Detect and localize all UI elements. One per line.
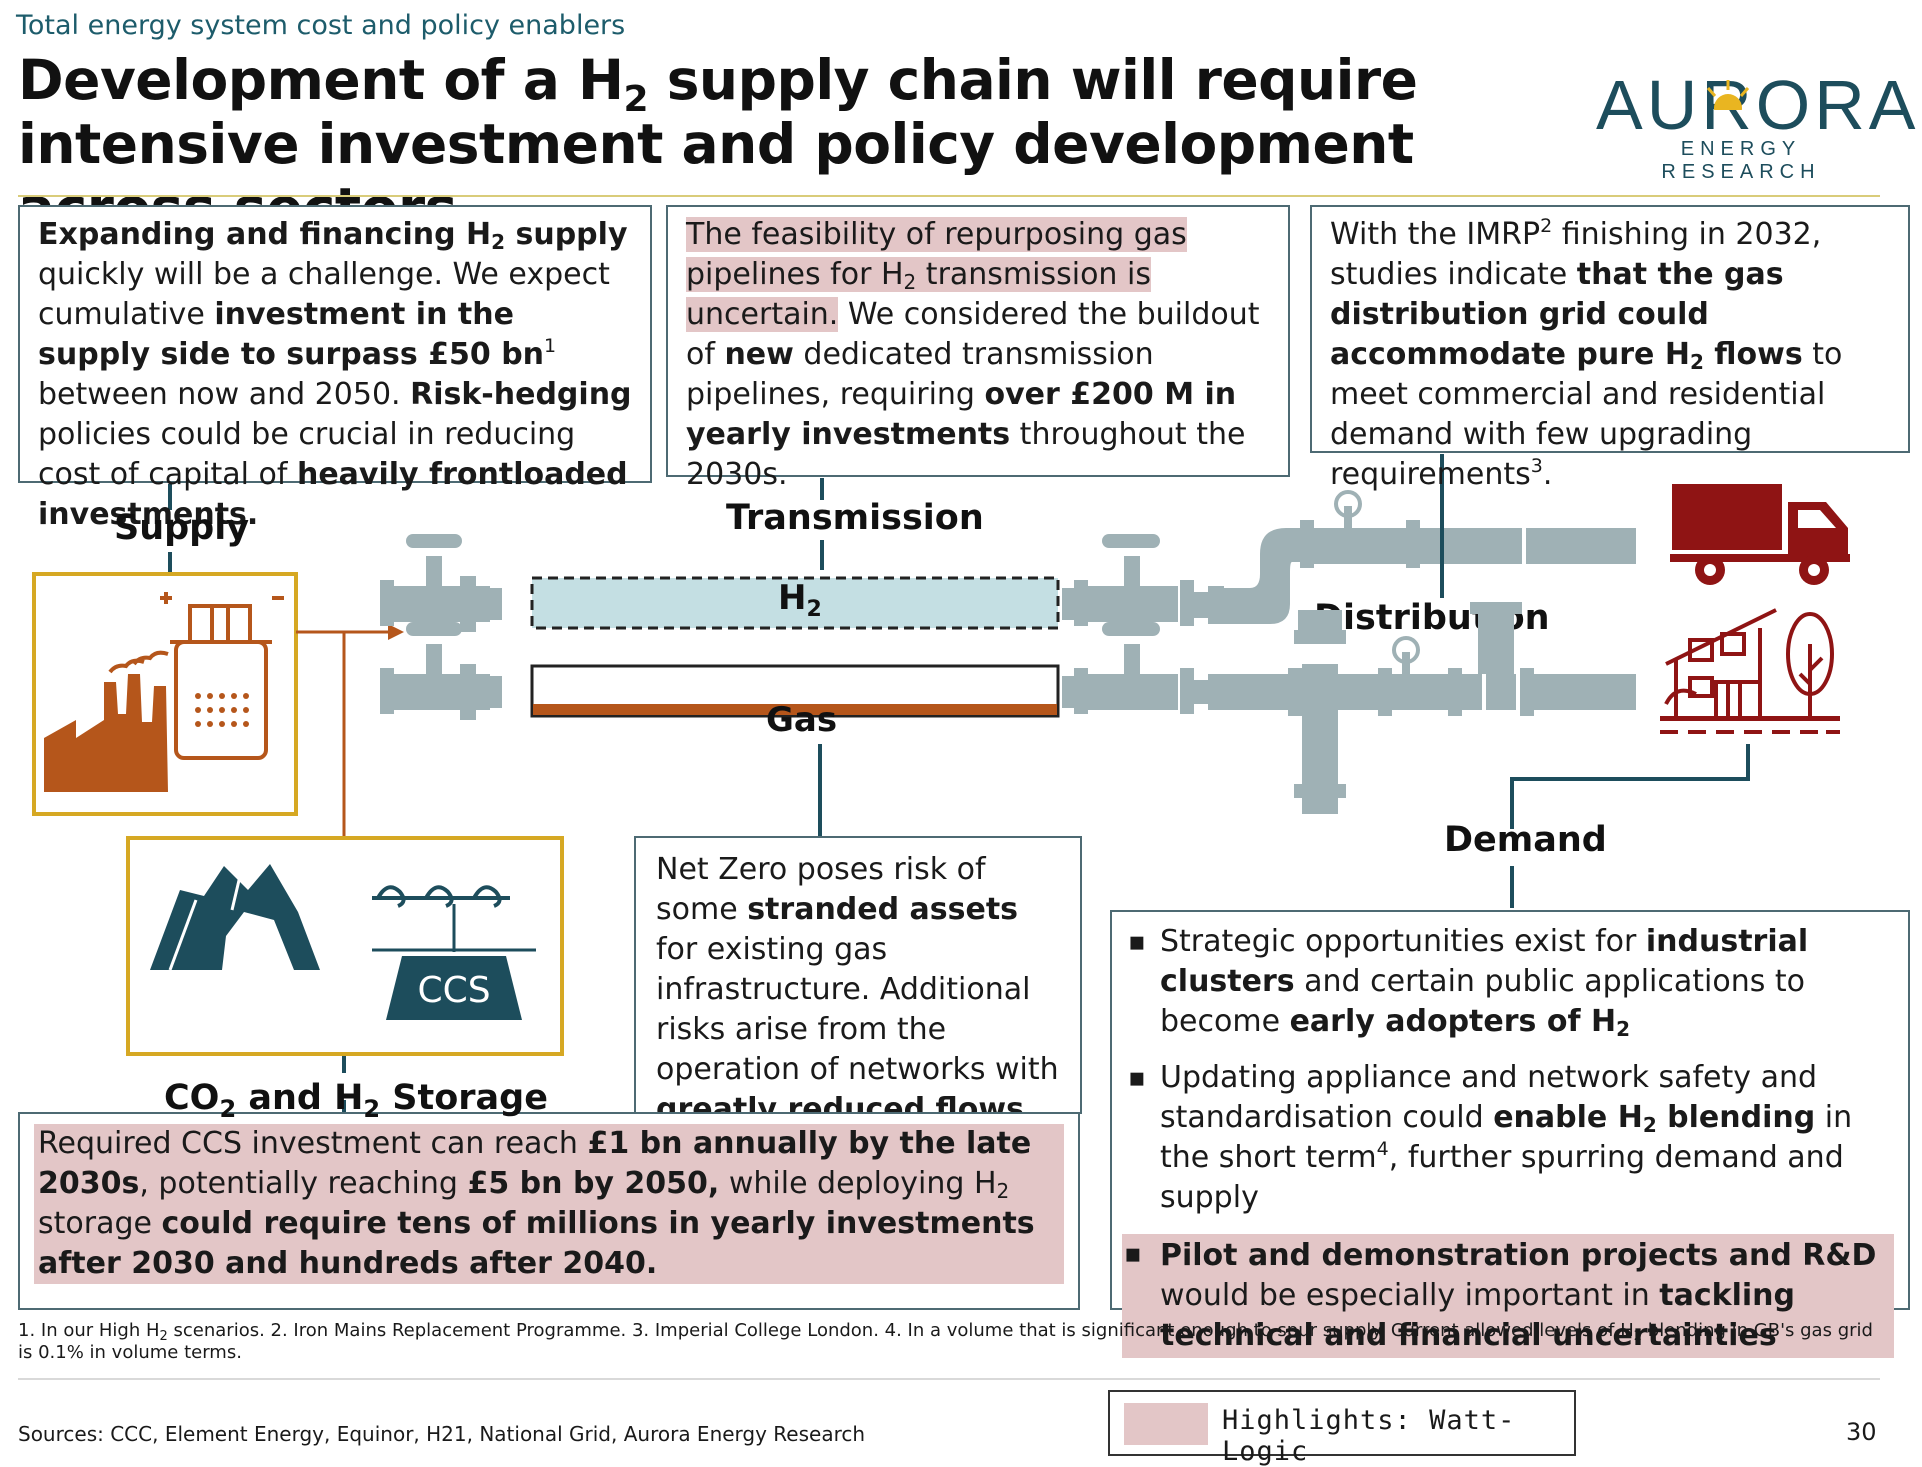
- gas-to-risk-connector: [818, 744, 822, 838]
- transmission-label: Transmission: [726, 498, 984, 538]
- supply-info-box: Expanding and financing H2 supply quickl…: [18, 205, 652, 532]
- gauge-icon: [1392, 636, 1420, 664]
- storage-highlight: Required CCS investment can reach £1 bn …: [34, 1124, 1064, 1284]
- demand-bullet-pilots: Pilot and demonstration projects and R&D…: [1122, 1234, 1894, 1358]
- transmission-label-connector: [820, 540, 824, 570]
- valve-icon: [1062, 534, 1194, 626]
- factory-icon: [44, 650, 169, 792]
- transmission-info-box: The feasibility of repurposing gas pipel…: [666, 205, 1290, 492]
- sources-text: Sources: CCC, Element Energy, Equinor, H…: [18, 1422, 866, 1446]
- electrolyser-icon: [160, 592, 284, 760]
- valve-icon: [380, 534, 490, 632]
- header-rule: [18, 195, 1880, 197]
- h2-pipe: [530, 576, 1060, 630]
- demand-box-connector: [1510, 866, 1514, 908]
- storage-label: CO2 and H2 Storage: [164, 1078, 548, 1123]
- supply-label: Supply: [114, 508, 250, 548]
- h2-pipe-label: H2: [778, 578, 822, 622]
- aurora-logo: AURORA ENERGY RESEARCH: [1596, 66, 1920, 184]
- demand-bullet-early-adopters: Strategic opportunities exist for indust…: [1126, 922, 1894, 1042]
- highlight-legend: Highlights: Watt-Logic: [1108, 1390, 1576, 1467]
- storage-info-box: Required CCS investment can reach £1 bn …: [18, 1112, 1080, 1310]
- gauge-icon: [1334, 490, 1362, 518]
- footnotes: 1. In our High H2 scenarios. 2. Iron Mai…: [18, 1320, 1873, 1363]
- supply-illustration: [44, 592, 284, 792]
- supply-label-connector: [168, 552, 172, 572]
- supply-feed-arrow: [296, 624, 404, 840]
- pipeline-illustration: [380, 490, 1636, 814]
- truck-icon: [1670, 484, 1850, 585]
- storage-label-connector: [342, 1100, 346, 1112]
- distribution-info-box: With the IMRP2 finishing in 2032, studie…: [1310, 205, 1910, 492]
- demand-horizontal-connector: [1510, 777, 1750, 781]
- house-icon: [1660, 608, 1840, 734]
- demand-right-connector: [1746, 744, 1750, 780]
- demand-label: Demand: [1444, 820, 1607, 860]
- supply-box-connector: [168, 484, 172, 510]
- storage-box-connector: [342, 1055, 346, 1073]
- sunrise-icon: [1706, 80, 1750, 110]
- footer-rule: [18, 1378, 1880, 1380]
- section-kicker: Total energy system cost and policy enab…: [16, 10, 626, 41]
- legend-swatch: [1124, 1403, 1208, 1445]
- distribution-connector: [1440, 454, 1444, 598]
- rock-cave-icon: [150, 864, 320, 970]
- logo-wordmark: AURORA: [1596, 66, 1920, 144]
- valve-icon: [380, 622, 490, 720]
- demand-bullet-blending: Updating appliance and network safety an…: [1126, 1058, 1894, 1218]
- transmission-box-connector: [820, 478, 824, 500]
- page-number: 30: [1846, 1418, 1877, 1446]
- demand-up-connector: [1510, 777, 1514, 829]
- stranded-assets-box: Net Zero poses risk of some stranded ass…: [634, 836, 1082, 1127]
- legend-text: Highlights: Watt-Logic: [1222, 1405, 1516, 1467]
- valve-icon: [1062, 622, 1194, 714]
- logo-tagline: ENERGY RESEARCH: [1661, 138, 1821, 183]
- ccs-label: CCS: [417, 970, 490, 1011]
- ccs-platform-icon: [386, 956, 522, 1020]
- waves-icon: [372, 885, 510, 908]
- storage-illustration: CCS: [150, 864, 536, 1020]
- gas-pipe-label: Gas: [766, 700, 838, 740]
- demand-info-box: Strategic opportunities exist for indust…: [1110, 910, 1910, 1358]
